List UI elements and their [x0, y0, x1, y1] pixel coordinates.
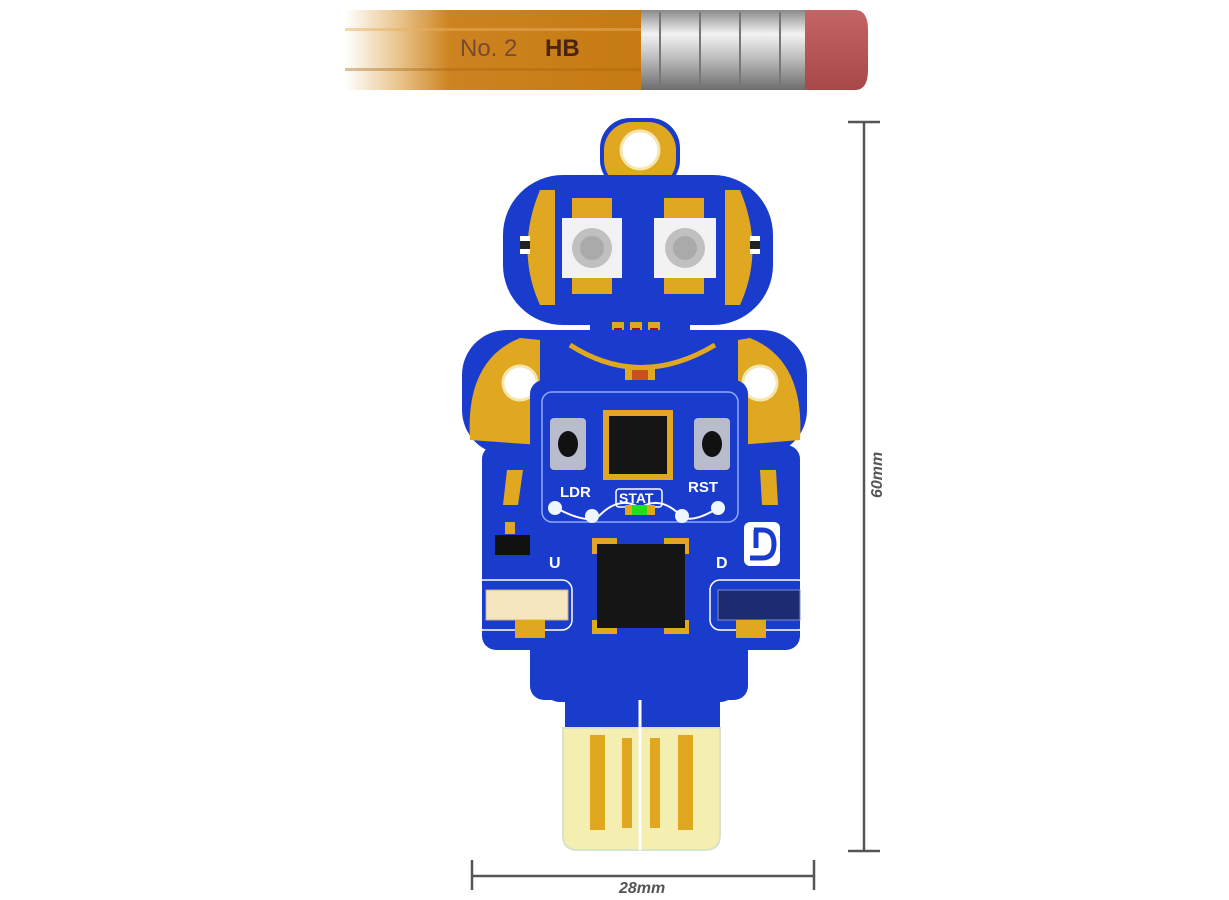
robot-head — [503, 175, 773, 325]
height-dimension — [848, 120, 880, 853]
pencil-ferrule — [641, 10, 807, 90]
right-connector — [709, 579, 809, 638]
pencil: No. 2 HB — [345, 10, 868, 90]
pencil-number-text: No. 2 — [460, 35, 517, 62]
usb-contact-fingers — [590, 735, 693, 830]
stat-label: STAT — [619, 490, 654, 506]
width-dimension — [470, 860, 816, 890]
right-eye-led — [654, 198, 716, 294]
pencil-eraser — [805, 10, 868, 90]
ldr-label: LDR — [560, 484, 591, 501]
width-label: 28mm — [618, 880, 665, 897]
microcontroller-chip — [603, 410, 673, 480]
rst-button — [694, 418, 730, 470]
pcb-robot-board: LDR RST STAT U D — [462, 118, 809, 851]
height-label: 60mm — [869, 452, 886, 498]
ldr-button — [550, 418, 586, 470]
u-label: U — [549, 555, 561, 572]
brand-logo — [744, 522, 780, 566]
d-label: D — [716, 555, 728, 572]
status-led — [625, 505, 655, 515]
left-eye-led — [562, 198, 622, 294]
pencil-grade-text: HB — [545, 35, 580, 62]
storage-chip — [592, 538, 689, 634]
left-connector — [473, 579, 573, 638]
rst-label: RST — [688, 479, 718, 496]
pencil-body — [345, 10, 645, 90]
hanging-hole — [619, 129, 661, 171]
